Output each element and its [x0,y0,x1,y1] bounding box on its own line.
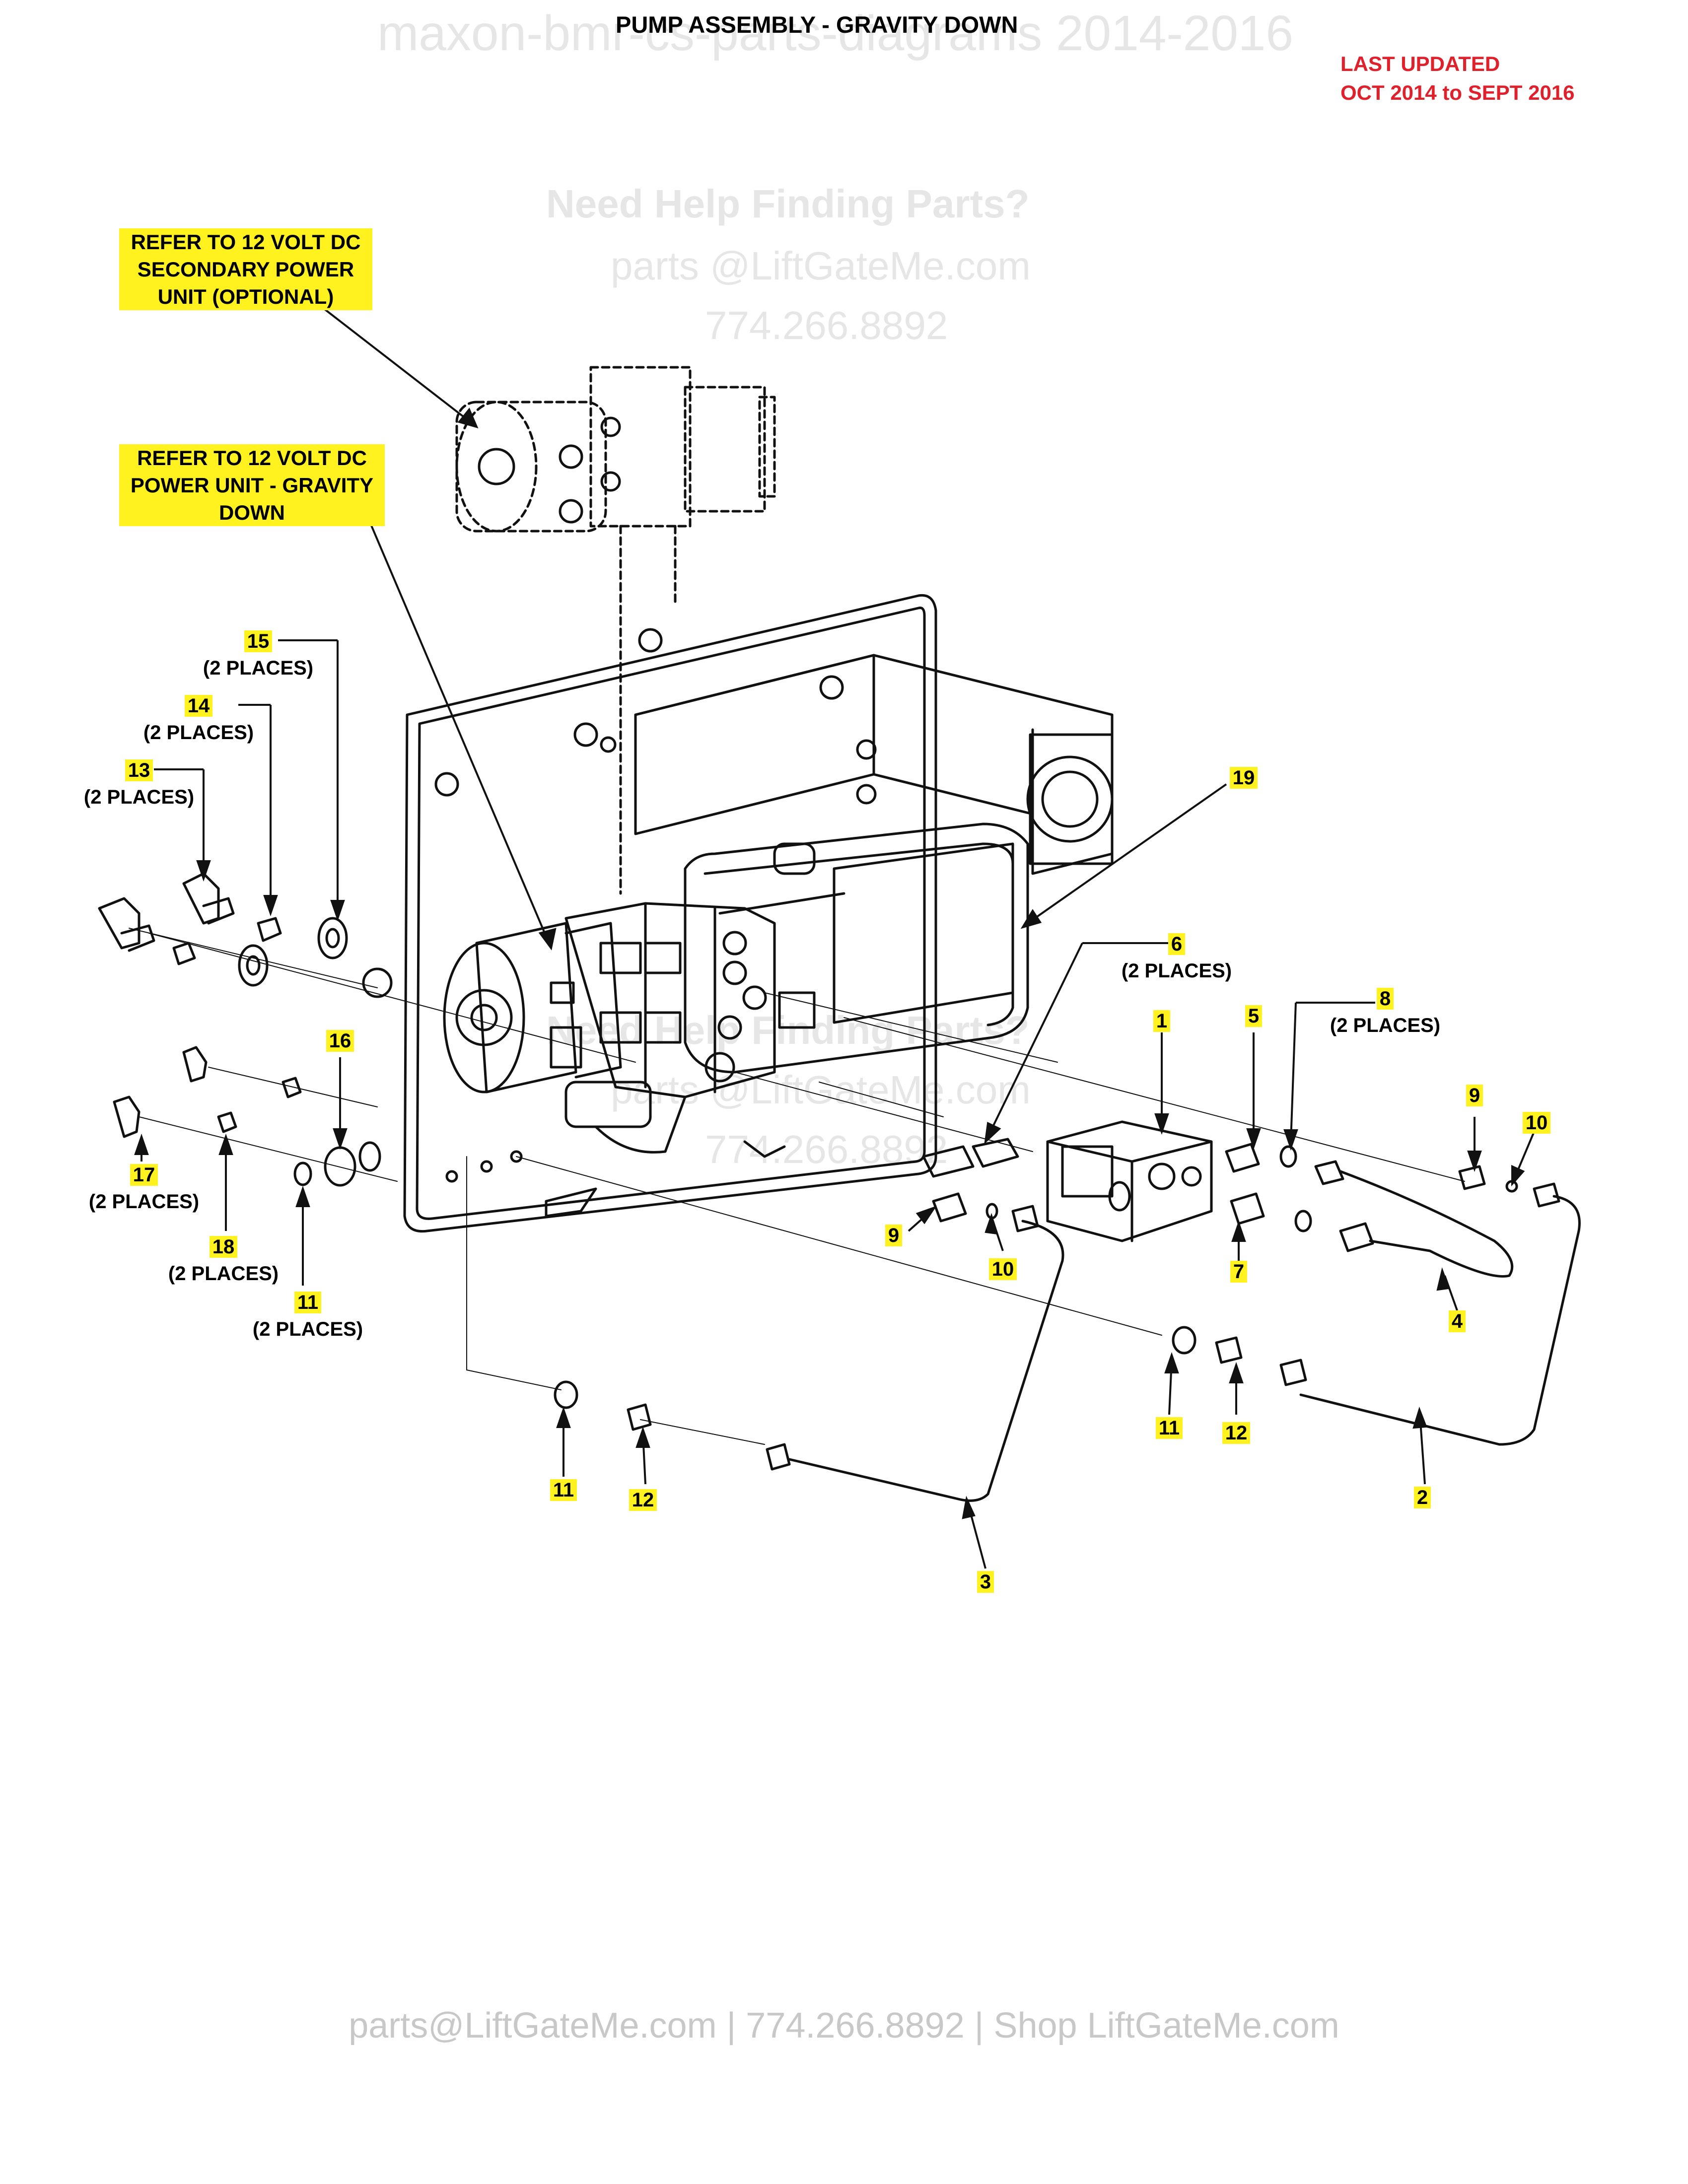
callout-10-right[interactable]: 10 [1514,1109,1559,1136]
callout-note: (2 PLACES) [1121,960,1232,982]
callout-17[interactable]: 17 (2 PLACES) [70,1161,218,1215]
callout-number: 11 [550,1479,577,1501]
callout-number: 12 [629,1489,657,1511]
callout-4[interactable]: 4 [1437,1308,1477,1335]
watermark-help-email: parts @LiftGateMe.com [611,244,1031,288]
callout-note: (2 PLACES) [168,1263,279,1285]
footer-contact: parts@LiftGateMe.com | 774.266.8892 | Sh… [349,2006,1339,2046]
callout-number: 5 [1245,1005,1263,1027]
last-updated-range: OCT 2014 to SEPT 2016 [1340,81,1575,104]
callout-5[interactable]: 5 [1234,1003,1273,1029]
callout-number: 10 [1522,1112,1551,1134]
callout-6[interactable]: 6 (2 PLACES) [1102,931,1251,984]
callout-number: 1 [1153,1010,1171,1032]
callout-15[interactable]: 15 (2 PLACES) [184,628,333,682]
callout-11-bottom[interactable]: 11 [541,1477,586,1503]
ref-secondary-line-1: REFER TO 12 VOLT DC [131,230,361,254]
ref-secondary-line-2: SECONDARY POWER [137,258,354,281]
watermark-help-email-2: parts @LiftGateMe.com [611,1068,1031,1112]
callout-number: 8 [1376,988,1394,1010]
callout-9-right[interactable]: 9 [1455,1082,1494,1109]
callout-number: 17 [130,1164,158,1186]
callout-number: 13 [125,759,153,781]
callout-number: 7 [1230,1261,1248,1283]
callout-8[interactable]: 8 (2 PLACES) [1311,985,1460,1039]
callout-note: (2 PLACES) [83,786,195,808]
callout-19[interactable]: 19 [1221,764,1266,791]
callout-10-center[interactable]: 10 [981,1256,1025,1283]
callout-number: 9 [1466,1085,1483,1106]
callout-note: (2 PLACES) [143,722,254,744]
callout-note: (2 PLACES) [203,657,314,679]
callout-number: 11 [294,1292,322,1313]
last-updated-label: LAST UPDATED [1340,52,1500,75]
callout-number: 19 [1229,767,1258,789]
callout-number: 15 [244,630,273,652]
callout-number: 2 [1413,1487,1431,1508]
ref-secondary-power-unit[interactable]: REFER TO 12 VOLT DC SECONDARY POWER UNIT… [119,228,372,310]
watermark-help-phone: 774.266.8892 [705,303,948,347]
ref-power-unit-gravity-down[interactable]: REFER TO 12 VOLT DC POWER UNIT - GRAVITY… [119,444,385,526]
callout-number: 10 [988,1258,1017,1280]
callout-13[interactable]: 13 (2 PLACES) [65,757,213,811]
callout-number: 9 [885,1225,903,1246]
callout-number: 11 [1155,1417,1183,1439]
callout-12-mid[interactable]: 12 [1214,1420,1259,1446]
callout-12-bottom[interactable]: 12 [621,1487,665,1513]
callout-9-center[interactable]: 9 [874,1222,914,1249]
callout-note: (2 PLACES) [252,1318,363,1340]
callout-7[interactable]: 7 [1219,1258,1259,1285]
callout-1[interactable]: 1 [1142,1008,1182,1034]
watermark-help-title: Need Help Finding Parts? [546,182,1030,226]
last-updated: LAST UPDATED OCT 2014 to SEPT 2016 [1340,50,1575,107]
ref-power-line-3: DOWN [219,501,285,524]
callout-3[interactable]: 3 [966,1569,1005,1595]
secondary-power-unit-outline [455,366,776,895]
callout-note: (2 PLACES) [1330,1015,1441,1036]
watermark-top: maxon-bmr-cs-parts-diagrams 2014-2016 [377,5,1294,61]
callout-14[interactable]: 14 (2 PLACES) [124,692,273,746]
callout-11-mid[interactable]: 11 [1147,1415,1192,1441]
callout-number: 14 [184,695,213,717]
callout-number: 6 [1168,933,1186,955]
callout-number: 18 [209,1236,238,1258]
watermark-help-phone-2: 774.266.8892 [705,1127,948,1171]
ref-power-line-2: POWER UNIT - GRAVITY [130,474,374,497]
callout-number: 4 [1448,1310,1466,1332]
callout-11-left[interactable]: 11 (2 PLACES) [233,1289,382,1343]
ref-power-line-1: REFER TO 12 VOLT DC [137,446,367,470]
callout-number: 12 [1222,1422,1251,1444]
page-title: PUMP ASSEMBLY - GRAVITY DOWN [616,11,1018,38]
ref-secondary-line-3: UNIT (OPTIONAL) [157,285,334,308]
callout-number: 3 [977,1571,994,1593]
callout-2[interactable]: 2 [1403,1484,1442,1511]
callout-18[interactable]: 18 (2 PLACES) [149,1233,298,1287]
callout-note: (2 PLACES) [88,1191,200,1213]
callout-16[interactable]: 16 [318,1027,362,1054]
callout-number: 16 [326,1030,354,1052]
